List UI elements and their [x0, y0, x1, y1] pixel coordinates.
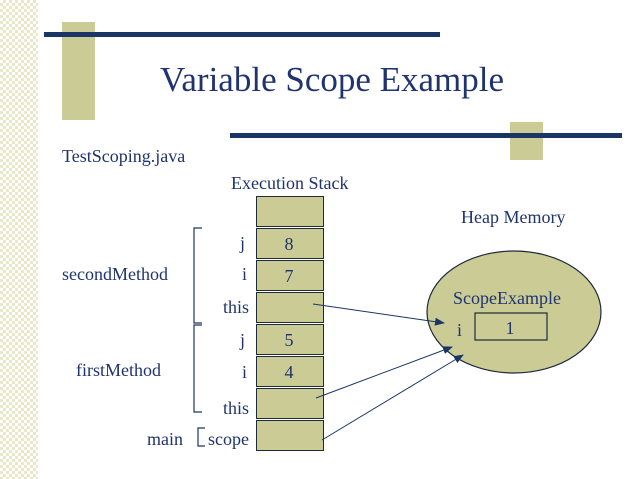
main-scope-label: scope	[208, 429, 249, 449]
stack-cell-main-scope	[256, 420, 324, 451]
object-field-name: i	[457, 320, 463, 340]
decorative-checker-strip	[0, 0, 38, 479]
arrow-second-this	[312, 303, 445, 326]
stack-cell-second-i	[256, 260, 324, 291]
stack-cell-first-i	[256, 356, 324, 387]
stack-cell-second-this	[256, 292, 324, 323]
heap-object-ellipse	[426, 250, 602, 374]
file-label: TestScoping.java	[62, 146, 186, 166]
object-field-box	[474, 312, 548, 341]
title-bar-top	[44, 32, 440, 37]
first-j-value: 5	[284, 330, 294, 350]
second-j-value: 8	[284, 234, 294, 254]
arrow-main-scope	[321, 354, 464, 441]
execution-stack-label: Execution Stack	[231, 173, 349, 193]
slide-title: Variable Scope Example	[160, 60, 505, 99]
object-class-name: ScopeExample	[453, 288, 561, 308]
second-method-label: secondMethod	[62, 264, 168, 284]
first-this-label: this	[223, 398, 250, 418]
olive-block-bottom	[510, 122, 543, 160]
main-bracket	[197, 427, 205, 447]
stack-cell-first-this	[256, 388, 324, 419]
second-method-bracket	[193, 227, 202, 324]
stack-cell-first-j	[256, 324, 324, 355]
olive-block-top	[62, 22, 95, 120]
main-label: main	[147, 429, 183, 449]
second-j-label: j	[240, 233, 246, 253]
first-i-value: 4	[284, 362, 294, 382]
stack-cell-top	[256, 196, 324, 227]
first-i-label: i	[242, 362, 248, 382]
object-field-value: 1	[505, 318, 515, 338]
second-this-label: this	[223, 297, 250, 317]
heap-memory-label: Heap Memory	[461, 207, 566, 227]
title-bar-bottom	[230, 133, 622, 138]
first-j-label: j	[240, 330, 246, 350]
first-method-bracket	[193, 324, 202, 413]
second-i-value: 7	[284, 266, 294, 286]
stack-cell-second-j	[256, 228, 324, 259]
arrow-first-this	[315, 346, 453, 399]
second-i-label: i	[242, 264, 248, 284]
first-method-label: firstMethod	[76, 360, 161, 380]
